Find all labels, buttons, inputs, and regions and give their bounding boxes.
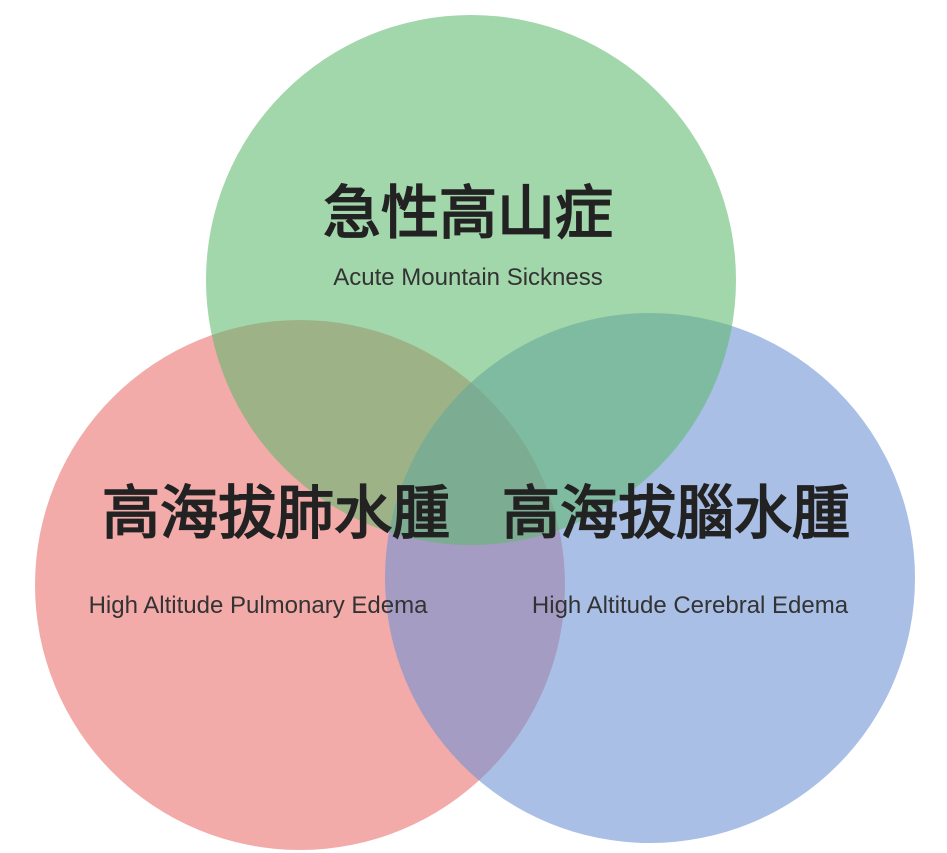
ams-title-zh: 急性高山症: [323, 179, 613, 247]
ams-title-en: Acute Mountain Sickness: [333, 264, 602, 291]
hape-title-en: High Altitude Pulmonary Edema: [89, 592, 429, 619]
hape-title-zh: 高海拔肺水腫: [102, 479, 450, 547]
circle-ams: [206, 15, 736, 545]
hace-title-zh: 高海拔腦水腫: [502, 479, 850, 547]
hace-title-en: High Altitude Cerebral Edema: [532, 592, 849, 619]
